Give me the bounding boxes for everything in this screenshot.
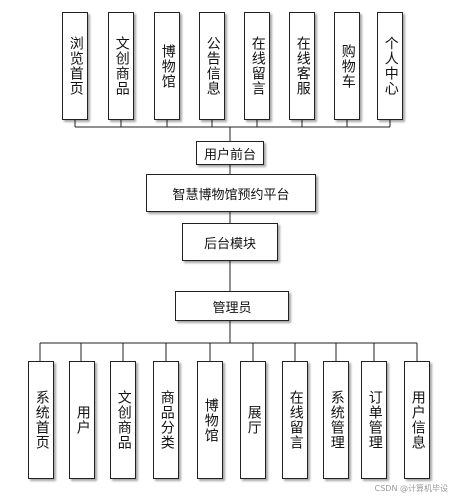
watermark-text: CSDN @计算机毕设 — [374, 484, 448, 493]
admin-module-online-message: 在线留言 — [282, 361, 308, 479]
admin-module-creative-goods: 文创商品 — [110, 361, 136, 479]
admin-module-user-info: 用户信息 — [404, 361, 430, 479]
front-module-personal-center: 个人中心 — [377, 12, 403, 120]
front-module-announcements: 公告信息 — [199, 12, 225, 120]
front-module-cart: 购物车 — [334, 12, 360, 120]
admin-module-museum: 博物馆 — [197, 361, 223, 479]
admin-module-system-management: 系统管理 — [323, 361, 349, 479]
user-front-node: 用户前台 — [196, 141, 264, 165]
admin-node: 管理员 — [175, 291, 289, 321]
admin-module-order-management: 订单管理 — [361, 361, 387, 479]
platform-node: 智慧博物馆预约平台 — [146, 174, 316, 212]
admin-module-user: 用户 — [69, 361, 95, 479]
front-module-creative-goods: 文创商品 — [108, 12, 134, 120]
front-module-online-message: 在线留言 — [244, 12, 270, 120]
front-module-museum: 博物馆 — [154, 12, 180, 120]
backend-node: 后台模块 — [182, 223, 278, 261]
admin-module-exhibition-hall: 展厅 — [240, 361, 266, 479]
front-module-online-service: 在线客服 — [289, 12, 315, 120]
admin-module-goods-category: 商品分类 — [153, 361, 179, 479]
front-module-browse-home: 浏览首页 — [62, 12, 88, 120]
admin-module-system-home: 系统首页 — [28, 361, 54, 479]
